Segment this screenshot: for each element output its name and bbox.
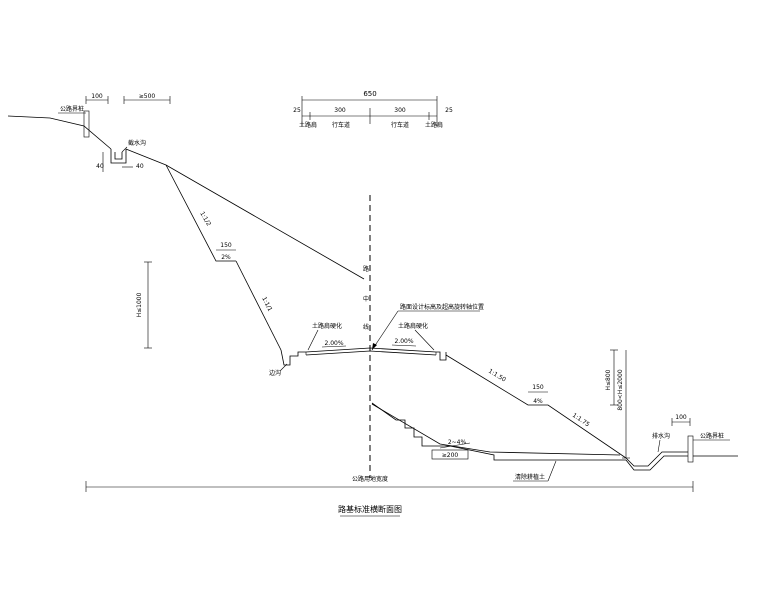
roadway-width-dimension: 650 25 300 300 25 土路肩 行车道 行车道 土路肩 — [293, 90, 453, 129]
label-boundary-left: 公路界桩 — [60, 105, 84, 113]
fill-slope — [445, 354, 627, 459]
label-shoulder-right: 土路肩硬化 — [398, 322, 428, 330]
dim-ditch-40-v: 40 — [96, 163, 104, 170]
left-boundary-area: 公路界桩 100 ≥500 截水沟 40 40 — [58, 93, 171, 172]
label-crown-left: 2.00% — [324, 340, 343, 347]
original-ground — [371, 403, 621, 456]
dim-ditch-40-h: 40 — [136, 163, 144, 170]
label-berm-left: 2% — [221, 254, 231, 261]
label-crown-right: 2.00% — [394, 338, 413, 345]
intercept-ditch — [110, 149, 127, 164]
label-drain-ditch: 排水沟 — [652, 432, 670, 440]
dim-h-right-b: 800<H≤2000 — [617, 369, 624, 410]
label-lane-a: 行车道 — [332, 121, 350, 129]
cut-slope-lower — [235, 260, 282, 351]
label-shoulder-left: 土路肩硬化 — [312, 322, 342, 330]
dim-step-200: ≥200 — [442, 452, 459, 459]
benching — [371, 402, 626, 461]
dim-h-left: H≤1000 — [136, 292, 143, 317]
dim-left-100: 100 — [91, 93, 103, 100]
dim-berm-150-left: 150 — [220, 242, 232, 249]
side-ditch — [280, 349, 306, 366]
label-fill-upper: 1:1.50 — [487, 368, 507, 384]
label-cut-lower: 1:1/1 — [260, 296, 273, 313]
label-centerline-char-1: 路 — [363, 265, 369, 273]
dim-total: 650 — [363, 90, 376, 98]
dim-shoulder-a: 25 — [293, 107, 301, 114]
dim-shoulder-b: 25 — [445, 107, 453, 114]
boundary-stake-right — [687, 435, 694, 463]
boundary-stake-left — [83, 110, 90, 138]
label-shoulder-b: 土路肩 — [425, 121, 443, 129]
pavement: 土路肩硬化 土路肩硬化 2.00% 2.00% 路面设计标高及超高旋转轴位置 — [305, 303, 484, 356]
label-land-width: 公路用地宽度 — [352, 475, 388, 483]
drawing-title: 路基标准横断面图 — [338, 504, 402, 514]
label-lane-b: 行车道 — [391, 121, 409, 129]
label-design-elev: 路面设计标高及超高旋转轴位置 — [400, 303, 484, 311]
dim-left-500: ≥500 — [139, 93, 156, 100]
land-width-dimension: 公路用地宽度 — [85, 475, 694, 492]
label-centerline-char-2: 中 — [363, 295, 369, 303]
label-shoulder-a: 土路肩 — [299, 121, 317, 129]
natural-ground-left — [7, 115, 112, 150]
label-cut-upper: 1:1/2 — [198, 211, 212, 228]
label-intercept-ditch: 截水沟 — [128, 139, 146, 147]
natural-ground-slope — [125, 148, 365, 280]
right-shoulder-edge — [436, 351, 447, 361]
label-step-grade: 2~4% — [448, 439, 467, 446]
dim-lane-a: 300 — [334, 107, 346, 114]
drain-ditch — [625, 451, 688, 467]
label-berm-right: 4% — [533, 398, 543, 405]
label-centerline-char-3: 线 — [363, 323, 369, 331]
dim-lane-b: 300 — [394, 107, 406, 114]
dim-h-right-a: H≤800 — [605, 369, 612, 390]
dim-right-100: 100 — [675, 414, 687, 421]
label-fill-lower: 1:1.75 — [571, 412, 591, 429]
label-clear-topsoil: 清除耕植土 — [515, 473, 545, 481]
dim-berm-150-right: 150 — [532, 384, 544, 391]
cut-slope-upper — [165, 164, 236, 262]
label-side-ditch: 边沟 — [269, 369, 281, 377]
label-boundary-right: 公路界桩 — [700, 432, 724, 440]
